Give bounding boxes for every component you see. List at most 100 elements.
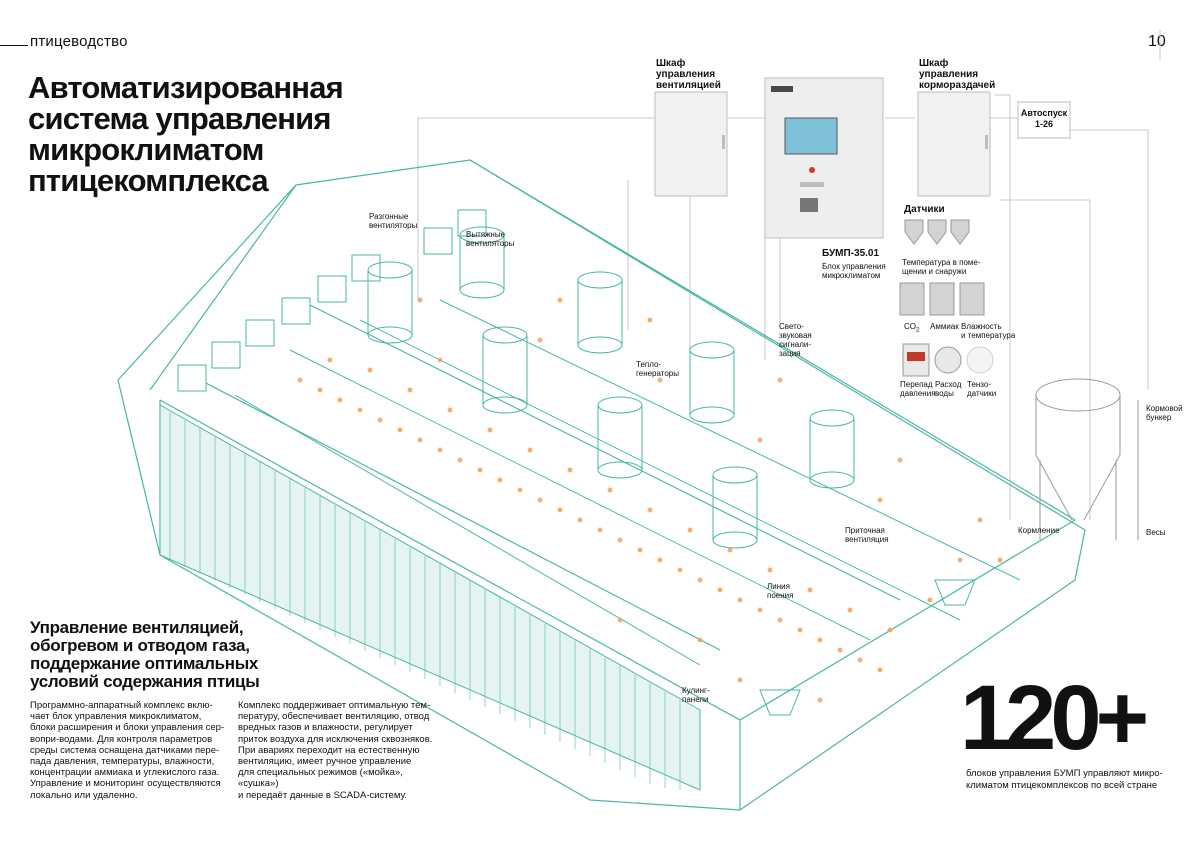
sensor-tenzo-label: Тензо- датчики [967, 380, 996, 398]
stat-caption: блоков управления БУМП управляют микро- … [966, 768, 1176, 791]
label-supply-ventilation: Приточная вентиляция [845, 526, 889, 544]
sensor-pressure-label: Перепад давления [900, 380, 936, 398]
cabinet-ventilation [654, 91, 728, 197]
lines-and-feeders [234, 299, 1021, 716]
label-feeding: Кормление [1018, 526, 1060, 535]
label-heat-generators: Тепло- генераторы [636, 360, 679, 378]
feeding-cabinet-label: Шкаф управления кормораздачей [919, 58, 995, 91]
sensor-humidity-label: Влажность и температура [961, 322, 1015, 340]
caption-line: климатом птицекомплексов по всей стране [966, 779, 1158, 791]
section-rule [0, 45, 28, 46]
label-line: сигнали- [779, 340, 812, 349]
stat-number: 120+ [960, 667, 1149, 769]
label-line: Тензо- [967, 380, 991, 389]
body-line: концентрации аммиака и углекислого газа. [30, 767, 220, 779]
section-label: птицеводство [30, 33, 128, 50]
sensors-title: Датчики [904, 204, 945, 215]
body-line: При авариях переходит на естественную [238, 744, 420, 756]
label-line: Расход [935, 380, 962, 389]
autostart-label: Автоспуск 1-26 [1018, 108, 1070, 130]
label-line: Шкаф [656, 58, 686, 69]
autostart-box [1017, 101, 1071, 139]
body-line: пературу, обеспечивает вентиляцию, отвод [238, 711, 430, 723]
label-line: бункер [1146, 413, 1172, 422]
title-line: птицекомплекса [28, 163, 269, 198]
subheading: Управление вентиляцией, обогревом и отво… [30, 619, 290, 691]
label-line: поения [767, 591, 794, 600]
label-line: Линия [767, 582, 790, 591]
label-line: Перепад [900, 380, 933, 389]
label-light-sound-alarm: Свето- звуковая сигнали- зация [779, 322, 812, 358]
label-drinking-line: Линия поения [767, 582, 793, 600]
label-line: вентиляцией [656, 80, 721, 91]
page-number: 10 [1148, 33, 1166, 50]
body-line: для специальных режимов («мойка», «сушка… [238, 767, 403, 790]
body-line: Комплекс поддерживает оптимальную тем- [238, 700, 431, 711]
label-scales: Весы [1146, 528, 1166, 537]
label-line: микроклиматом [822, 271, 881, 280]
body-line: локально или удаленно. [30, 789, 138, 801]
label-line: панели [682, 695, 709, 704]
cabinet-feeding [917, 91, 991, 197]
label-line: зация [779, 349, 801, 358]
label-line: Приточная [845, 526, 885, 535]
connection-lines [417, 30, 1161, 520]
label-line: звуковая [779, 331, 812, 340]
page-title: Автоматизированная система управления ми… [28, 72, 388, 196]
caption-line: блоков управления БУМП управляют микро- [966, 768, 1163, 779]
title-line: Автоматизированная [28, 70, 344, 105]
body-line: блоки расширения и блоки управления сер- [30, 722, 225, 734]
subheading-line: условий содержания птицы [30, 672, 260, 691]
label-line: Разгонные [369, 212, 409, 221]
body-line: вентиляцию, имеет ручное управление [238, 756, 412, 768]
label-line: щении и снаружи [902, 267, 967, 276]
label-line: управления [656, 69, 716, 80]
label-line: Тепло- [636, 360, 662, 369]
title-line: микроклиматом [28, 132, 264, 167]
label-line: Вытяжные [466, 230, 506, 239]
birds-flock [297, 297, 1003, 703]
label-line: генераторы [636, 369, 680, 378]
body-line: среды система оснащена датчиками пере- [30, 744, 220, 756]
heat-generators [367, 226, 855, 549]
label-line: Температура в поме- [902, 258, 981, 267]
sensor-temperature-label: Температура в поме- щении и снаружи [902, 258, 981, 276]
exhaust-fans [177, 209, 487, 392]
subheading-line: обогревом и отводом газа, [30, 636, 250, 655]
label-exhaust-fans: Вытяжные вентиляторы [466, 230, 514, 248]
label-line: Свето- [779, 322, 804, 331]
label-cooling-panels: Кулинг- панели [682, 686, 710, 704]
feed-bunker [1035, 378, 1139, 540]
body-line: вредных газов и влажности, регулирует [238, 722, 413, 734]
bump-name: БУМП-35.01 [822, 248, 880, 259]
title-line: система управления [28, 101, 332, 136]
sensor-water-label: Расход воды [935, 380, 961, 398]
body-line: приток воздуха для исключения сквозняков… [238, 733, 433, 745]
label-line: давления [900, 389, 936, 398]
label-line: управления [919, 69, 979, 80]
label-line: вентиляторы [369, 221, 418, 230]
co2-text: CO [904, 322, 916, 331]
label-line: и температура [961, 331, 1016, 340]
label-line: 1-26 [1034, 119, 1053, 129]
label-line: Автоспуск [1020, 108, 1068, 118]
label-line: вентиляция [845, 535, 889, 544]
label-line: Кормовой [1146, 404, 1183, 413]
sensor-icons [899, 219, 994, 377]
label-feed-bunker: Кормовой бункер [1146, 404, 1183, 422]
label-booster-fans: Разгонные вентиляторы [369, 212, 417, 230]
body-column-1: Программно-аппаратный комплекс вклю- чае… [30, 700, 235, 801]
label-line: Влажность [961, 322, 1002, 331]
body-line: пада давления, температуры, влажности, [30, 756, 215, 768]
label-line: вентиляторы [466, 239, 515, 248]
body-line: вопри-водами. Для контроля параметров [30, 733, 213, 745]
sensor-ammonia-label: Аммиак [930, 322, 959, 331]
subheading-line: Управление вентиляцией, [30, 618, 244, 637]
body-line: и передаёт данные в SCADA-систему. [238, 789, 407, 801]
cabinet-bump [764, 77, 884, 239]
label-line: Шкаф [919, 58, 949, 69]
body-line: Программно-аппаратный комплекс вклю- [30, 700, 213, 711]
cooling-panel [159, 404, 701, 791]
co2-subscript: 2 [916, 327, 920, 334]
label-line: Блок управления [822, 262, 886, 271]
